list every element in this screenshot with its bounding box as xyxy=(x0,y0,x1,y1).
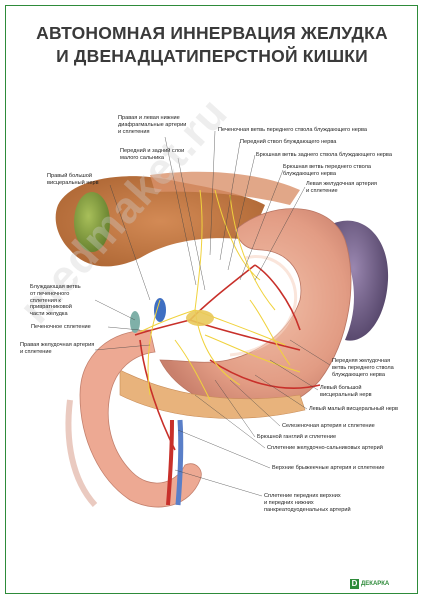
liver xyxy=(55,176,265,267)
label-splenic-artery: Селезеночная артерия и сплетение xyxy=(282,423,375,429)
poster-title: АВТОНОМНАЯ ИННЕРВАЦИЯ ЖЕЛУДКА И ДВЕНАДЦА… xyxy=(0,22,424,68)
label-celiac-branch-posterior: Брюшная ветвь заднего ствола блуждающего… xyxy=(256,152,392,158)
logo-mark-icon: D xyxy=(350,579,359,589)
label-phrenic-arteries: Правая и левая нижние диафрагмальные арт… xyxy=(118,115,187,135)
label-celiac-ganglion: Брюшной ганглий и сплетение xyxy=(257,434,337,440)
label-celiac-branch-anterior: Брюшная ветвь переднего ствола блуждающе… xyxy=(283,164,371,177)
label-right-gastric-artery: Правая желудочная артерия и сплетение xyxy=(20,342,95,355)
title-line-1: АВТОНОМНАЯ ИННЕРВАЦИЯ ЖЕЛУДКА xyxy=(36,23,388,43)
title-line-2: И ДВЕНАДЦАТИПЕРСТНОЙ КИШКИ xyxy=(56,46,368,66)
publisher-logo: D ДЕКАРКА xyxy=(350,578,389,590)
label-left-gastric-artery: Левая желудочная артерия и сплетение xyxy=(306,181,377,194)
label-pancreaticoduodenal: Сплетение передних верхних и передних ни… xyxy=(264,493,351,513)
label-hepatic-branch: Печеночная ветвь переднего ствола блужда… xyxy=(218,127,368,133)
diaphragm xyxy=(150,171,300,205)
label-left-greater-splanchnic: Левый большой висцеральный нерв xyxy=(320,385,372,398)
label-gastro-omental-plexus: Сплетение желудочно-сальниковых артерий xyxy=(267,445,383,451)
label-hepatic-plexus: Печеночное сплетение xyxy=(31,324,91,330)
nerve-network xyxy=(139,189,301,401)
label-vagal-pyloric-branch: Блуждающая ветвь от печеночного сплетени… xyxy=(30,284,81,318)
label-left-lesser-splanchnic: Левый малый висцеральный нерв xyxy=(309,406,398,412)
poster-frame xyxy=(5,5,418,594)
label-superior-mesenteric: Верхние брыжеечные артерия и сплетение xyxy=(272,465,385,471)
duodenum xyxy=(79,329,202,508)
leader-lines xyxy=(94,130,331,497)
logo-text: ДЕКАРКА xyxy=(361,581,390,587)
gallbladder xyxy=(74,192,110,252)
label-anterior-gastric-branch: Передняя желудочная ветвь переднего ство… xyxy=(332,358,394,378)
label-anterior-vagal-trunk: Передний ствол блуждающего нерва xyxy=(240,139,337,145)
stomach xyxy=(159,208,352,413)
label-lesser-omentum: Передний и задний слои малого сальника xyxy=(120,148,185,161)
label-right-greater-splanchnic: Правый большой висцеральный нерв xyxy=(47,173,99,186)
